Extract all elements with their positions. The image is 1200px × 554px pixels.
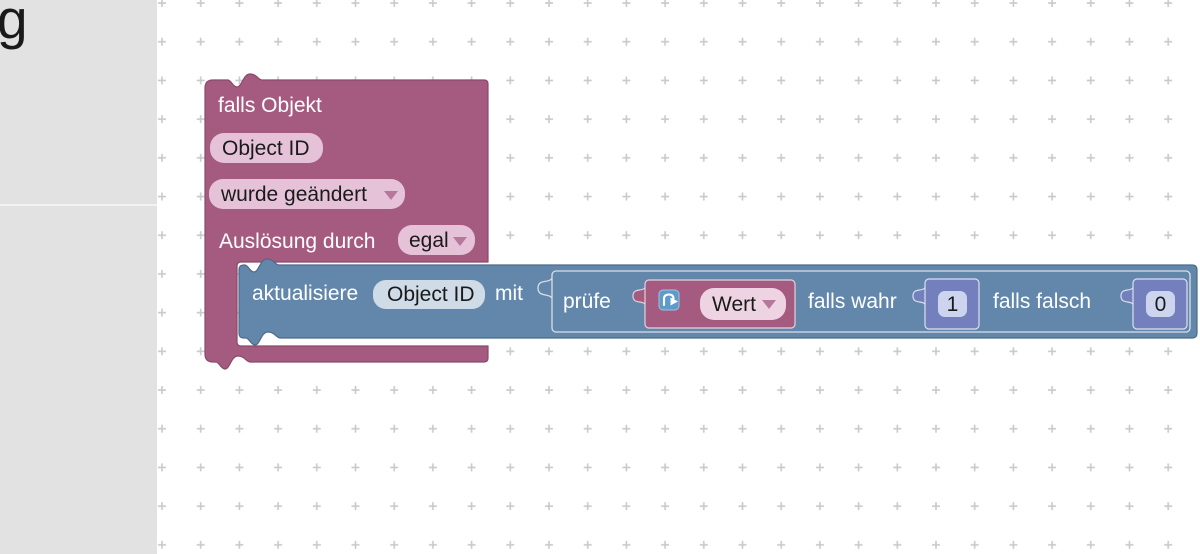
trigger-by-dropdown-value: egal [409, 229, 449, 252]
dropdown-arrow-icon [762, 300, 776, 309]
ternary-test-label: prüfe [563, 290, 611, 313]
ternary-true-label: falls wahr [808, 290, 897, 313]
number-false-block[interactable]: 0 [1120, 278, 1188, 330]
trigger-object-id-value: Object ID [222, 137, 310, 160]
trigger-value-block[interactable]: Wert [632, 279, 796, 329]
trigger-block-title: falls Objekt [218, 94, 322, 117]
ternary-false-label: falls falsch [993, 290, 1091, 313]
trigger-event-dropdown-value: wurde geändert [220, 183, 367, 206]
trigger-event-dropdown[interactable]: wurde geändert [209, 179, 405, 209]
update-action-label: aktualisiere [252, 282, 358, 305]
number-true-block[interactable]: 1 [912, 278, 980, 330]
trigger-value-dropdown[interactable]: Wert [700, 288, 786, 320]
update-with-label: mit [495, 282, 523, 305]
sidebar-background[interactable] [0, 0, 157, 554]
u-turn-arrow-icon [658, 289, 680, 311]
dropdown-arrow-icon [384, 191, 398, 200]
number-true-value: 1 [947, 293, 959, 316]
trigger-by-dropdown[interactable]: egal [398, 225, 475, 255]
toolbox-sidebar: g [0, 0, 157, 554]
number-true-field[interactable] [938, 291, 967, 317]
trigger-by-label: Auslösung durch [219, 230, 375, 253]
sidebar-cropped-category-label[interactable]: g [0, 0, 28, 50]
update-object-id-value: Object ID [387, 283, 475, 306]
number-false-field[interactable] [1146, 291, 1175, 317]
dropdown-arrow-icon [453, 237, 467, 246]
number-false-value: 0 [1155, 293, 1167, 316]
sidebar-divider [0, 204, 157, 206]
trigger-object-id-field[interactable]: Object ID [210, 133, 323, 163]
trigger-value-dropdown-value: Wert [712, 293, 756, 316]
update-object-id-field[interactable]: Object ID [373, 280, 485, 309]
trigger-block[interactable]: falls Objekt Object ID wurde geändert Au… [204, 73, 489, 370]
